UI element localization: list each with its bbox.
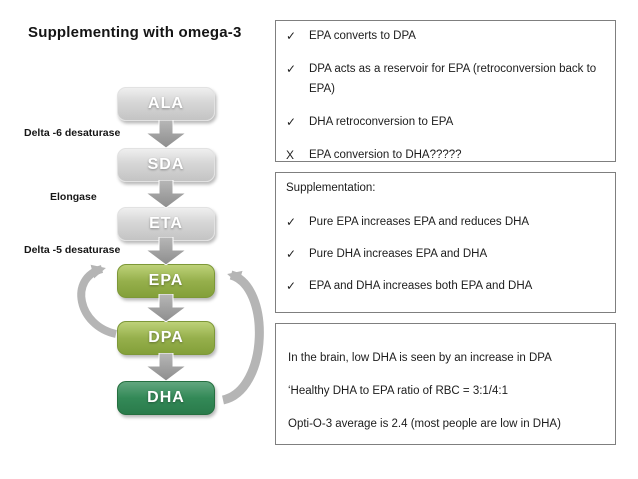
check-item-text: DPA acts as a reservoir for EPA (retroco… xyxy=(309,63,597,95)
down-arrow-icon xyxy=(144,120,188,148)
cross-item-text: EPA conversion to DHA????? xyxy=(309,149,462,161)
check-icon: ✓ xyxy=(286,279,297,293)
check-item: ✓ EPA and DHA increases both EPA and DHA xyxy=(286,276,605,296)
check-item-text: EPA converts to DPA xyxy=(309,30,416,42)
flow-node-eta: ETA xyxy=(117,207,215,241)
check-icon: ✓ xyxy=(286,215,297,229)
check-icon: ✓ xyxy=(286,247,297,261)
down-arrow-icon xyxy=(144,353,188,381)
panel-supplementation: Supplementation: ✓ Pure EPA increases EP… xyxy=(275,172,616,313)
fact-line: In the brain, low DHA is seen by an incr… xyxy=(288,352,552,364)
flow-node-dpa: DPA xyxy=(117,321,215,355)
flow-node-dha: DHA xyxy=(117,381,215,415)
enzyme-label-delta5: Delta -5 desaturase xyxy=(24,244,121,256)
down-arrow-icon xyxy=(144,180,188,208)
flow-node-ala: ALA xyxy=(117,87,215,121)
x-mark-icon: X xyxy=(286,148,295,162)
panel-facts: In the brain, low DHA is seen by an incr… xyxy=(275,323,616,445)
flow-node-sda: SDA xyxy=(117,148,215,182)
check-item: ✓ Pure EPA increases EPA and reduces DHA xyxy=(286,212,605,232)
cross-item: X EPA conversion to DHA????? xyxy=(286,145,605,165)
slide-title: Supplementing with omega-3 xyxy=(28,24,242,41)
check-item-text: Pure EPA increases EPA and reduces DHA xyxy=(309,216,530,228)
check-item: ✓ DPA acts as a reservoir for EPA (retro… xyxy=(286,59,605,99)
check-item: ✓ EPA converts to DPA xyxy=(286,26,605,46)
flow-node-epa: EPA xyxy=(117,264,215,298)
retroconversion-right-arrow-icon xyxy=(221,270,264,405)
retroconversion-left-arrow-icon xyxy=(77,264,118,338)
down-arrow-icon xyxy=(144,237,188,265)
check-item-text: EPA and DHA increases both EPA and DHA xyxy=(309,280,533,292)
check-icon: ✓ xyxy=(286,29,297,43)
fact-line: ‘Healthy DHA to EPA ratio of RBC = 3:1/4… xyxy=(288,385,508,397)
enzyme-label-elongase: Elongase xyxy=(50,191,97,203)
check-item: ✓ DHA retroconversion to EPA xyxy=(286,112,605,132)
enzyme-label-delta6: Delta -6 desaturase xyxy=(24,127,121,139)
check-item: ✓ Pure DHA increases EPA and DHA xyxy=(286,244,605,264)
check-icon: ✓ xyxy=(286,115,297,129)
panel-heading: Supplementation: xyxy=(286,182,376,194)
check-icon: ✓ xyxy=(286,62,297,76)
check-item-text: DHA retroconversion to EPA xyxy=(309,116,454,128)
fact-line: Opti-O-3 average is 2.4 (most people are… xyxy=(288,418,561,430)
down-arrow-icon xyxy=(144,294,188,322)
check-item-text: Pure DHA increases EPA and DHA xyxy=(309,248,488,260)
panel-conversion: ✓ EPA converts to DPA ✓ DPA acts as a re… xyxy=(275,20,616,162)
